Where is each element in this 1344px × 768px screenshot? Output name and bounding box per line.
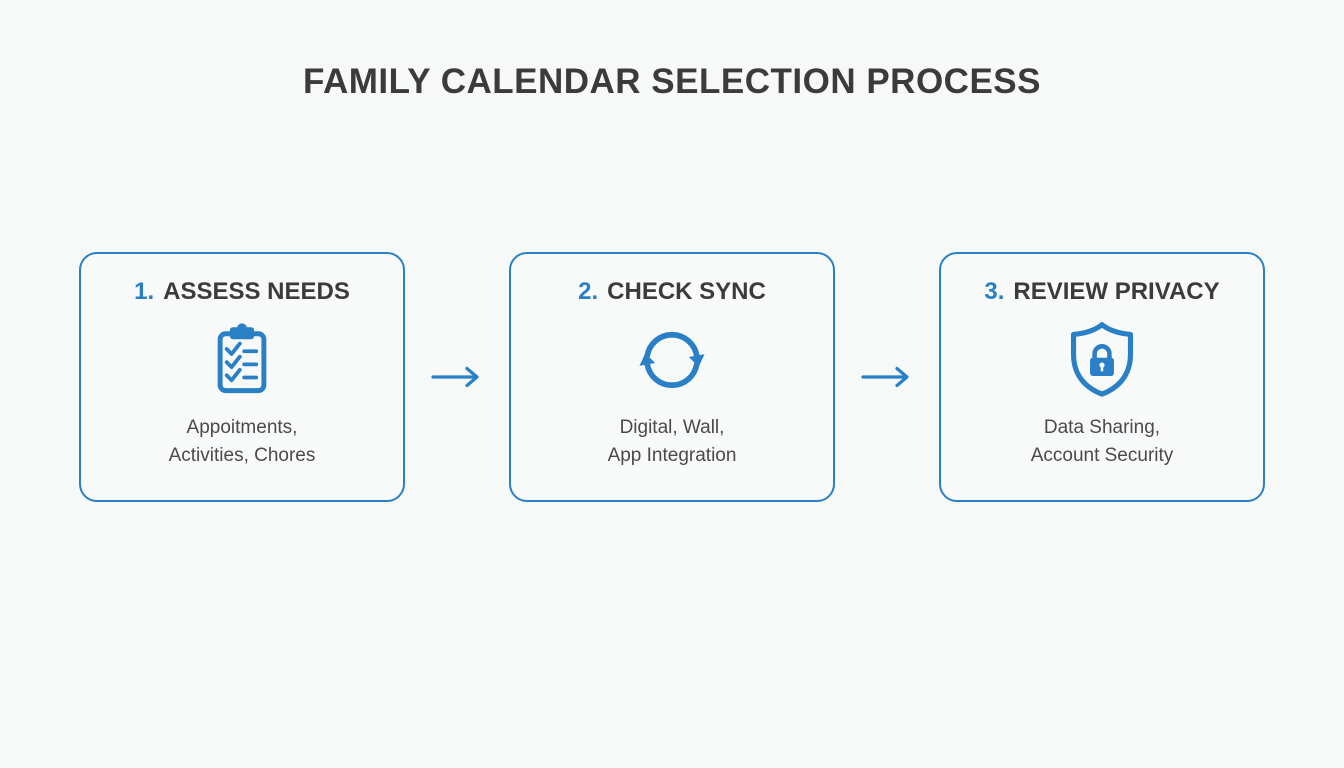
step-title: 3. REVIEW PRIVACY (984, 278, 1219, 306)
step-number: 2. (578, 278, 599, 305)
sync-arrows-icon (631, 308, 713, 412)
step-check-sync: 2. CHECK SYNC Digital, Wall, App Integrat… (509, 252, 835, 502)
step-title: 2. CHECK SYNC (578, 278, 766, 306)
step-review-privacy: 3. REVIEW PRIVACY Data Sharing, Account S… (939, 252, 1265, 502)
step-desc-line: Activities, Chores (168, 444, 316, 466)
step-description: Appoitments, Activities, Chores (169, 414, 316, 469)
step-label: REVIEW PRIVACY (1013, 278, 1220, 305)
step-number: 1. (134, 278, 155, 305)
step-number: 3. (984, 278, 1005, 305)
clipboard-checklist-icon (207, 308, 277, 412)
step-desc-line: App Integration (607, 444, 737, 466)
arrow-right-icon (431, 364, 483, 390)
step-desc-line: Data Sharing, (1043, 417, 1161, 438)
step-title: 1. ASSESS NEEDS (134, 278, 350, 306)
step-label: ASSESS NEEDS (163, 278, 350, 305)
step-assess-needs: 1.ASSESS NEEDS Appoitments, Activities, (79, 252, 405, 502)
step-description: Data Sharing, Account Security (1031, 414, 1174, 469)
step-description: Digital, Wall, App Integration (608, 414, 737, 469)
step-desc-line: Account Security (1030, 444, 1174, 466)
step-desc-line: Digital, Wall, (619, 417, 725, 438)
step-desc-line: Appoitments, (186, 417, 298, 438)
page-title: FAMILY CALENDAR SELECTION PROCESS (303, 62, 1041, 101)
arrow-right-icon (861, 364, 913, 390)
infographic: FAMILY CALENDAR SELECTION PROCESS 1. ASSE… (0, 62, 1344, 502)
shield-lock-icon (1061, 308, 1143, 412)
step-label: CHECK SYNC (607, 278, 766, 305)
process-flow: 1.ASSESS NEEDS Appoitments, Activities, (0, 252, 1344, 502)
